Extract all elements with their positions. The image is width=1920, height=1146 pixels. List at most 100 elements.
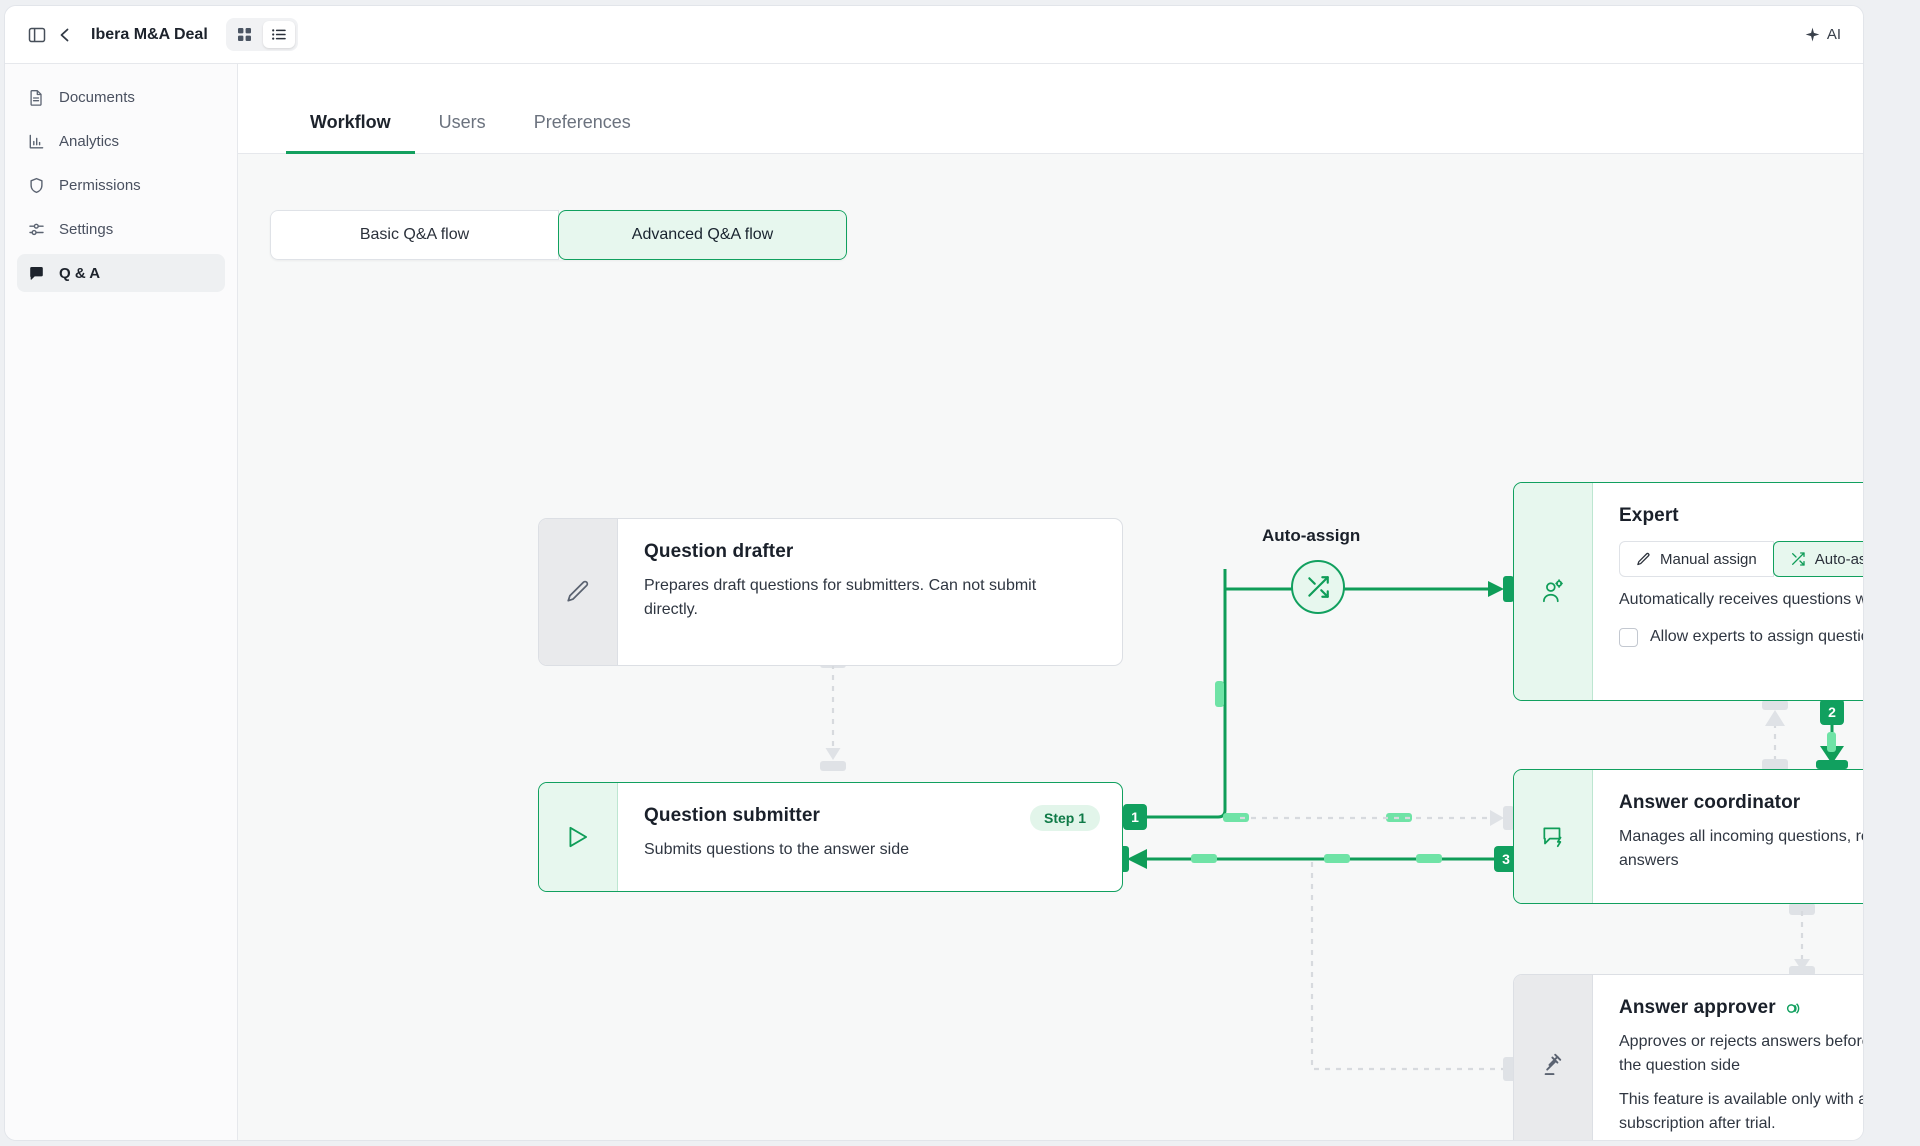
card-expert[interactable]: Expert Step 2 Manual assign — [1513, 482, 1863, 701]
card-description: Automatically receives questions within … — [1619, 591, 1863, 608]
send-icon — [565, 824, 591, 850]
card-title: Question submitter — [644, 805, 820, 826]
shuffle-icon — [1305, 574, 1331, 600]
premium-badge-icon — [1785, 1000, 1802, 1017]
auto-assign-option[interactable]: Auto-assign — [1772, 541, 1863, 577]
chat-icon — [27, 264, 45, 282]
card-answer-approver[interactable]: Answer approver Approves or rejects answ… — [1513, 974, 1863, 1140]
card-description: Manages all incoming questions, reviews … — [1619, 828, 1863, 869]
panel-icon[interactable] — [23, 21, 51, 49]
flow-type-switch[interactable]: Basic Q&A flow Advanced Q&A flow — [270, 210, 847, 260]
sidebar-item-qa[interactable]: Q & A — [17, 254, 225, 292]
card-question-submitter[interactable]: Question submitter Submits questions to … — [538, 782, 1123, 892]
workflow-canvas: Basic Q&A flow Advanced Q&A flow 1 — [238, 154, 1863, 1140]
chat-bolt-icon — [1540, 824, 1566, 850]
card-title-text: Answer approver — [1619, 997, 1776, 1018]
auto-assign-node-label: Auto-assign — [1262, 526, 1361, 545]
card-body: Question drafter Prepares draft question… — [618, 519, 1122, 665]
sidebar-item-label: Permissions — [59, 176, 141, 194]
list-view-icon[interactable] — [262, 21, 295, 48]
sidebar-item-documents[interactable]: Documents — [17, 78, 225, 116]
sidebar-item-settings[interactable]: Settings — [17, 210, 225, 248]
main-content: Workflow Users Preferences Basic Q&A flo… — [238, 64, 1863, 1140]
edge-handle-expert-left[interactable] — [1503, 576, 1514, 602]
card-title: Expert — [1619, 505, 1679, 526]
sparkle-icon — [1805, 27, 1820, 42]
card-title: Answer approver — [1619, 997, 1863, 1019]
card-icon-rail — [1514, 975, 1593, 1140]
ai-button[interactable]: AI — [1799, 22, 1847, 47]
sidebar-item-permissions[interactable]: Permissions — [17, 166, 225, 204]
shield-icon — [27, 176, 45, 194]
advanced-flow-option[interactable]: Advanced Q&A flow — [558, 210, 847, 260]
auto-assign-node[interactable] — [1291, 560, 1345, 614]
card-icon-rail — [1514, 483, 1593, 700]
edge-coordinator-to-approver — [1794, 911, 1810, 971]
page-title: Ibera M&A Deal — [91, 25, 208, 43]
sidebar: Documents Analytics Permissions — [5, 64, 238, 1140]
edge-dot — [1215, 681, 1224, 707]
edge-dashed-submitter-to-coordinator — [1240, 810, 1504, 826]
gavel-icon — [1540, 1051, 1567, 1078]
sidebar-item-analytics[interactable]: Analytics — [17, 122, 225, 160]
sidebar-item-label: Analytics — [59, 132, 120, 150]
card-title: Question drafter — [644, 541, 794, 562]
edge-handle-submitter-right[interactable] — [1118, 846, 1129, 872]
tab-preferences[interactable]: Preferences — [533, 112, 631, 132]
app-window: Ibera M&A Deal — [4, 5, 1864, 1141]
card-question-drafter[interactable]: Question drafter Prepares draft question… — [538, 518, 1123, 666]
allow-experts-label: Allow experts to assign questions to oth… — [1650, 628, 1863, 646]
edge-handle-submitter-top[interactable] — [820, 761, 846, 771]
edge-dot — [1827, 732, 1836, 752]
card-title: Answer coordinator — [1619, 792, 1801, 813]
card-body: Question submitter Submits questions to … — [618, 783, 1122, 891]
auto-assign-label: Auto-assign — [1814, 550, 1863, 568]
edge-handle-coordinator-left[interactable] — [1503, 806, 1514, 830]
card-description: Approves or rejects answers before they … — [1619, 1033, 1863, 1074]
top-bar: Ibera M&A Deal — [5, 6, 1863, 64]
edge-dashed-branch-to-approver — [1310, 862, 1720, 1071]
tab-workflow[interactable]: Workflow — [286, 112, 415, 154]
edge-drafter-to-submitter — [825, 664, 841, 760]
card-body: Answer coordinator Manages all incoming … — [1593, 770, 1863, 903]
user-gear-icon — [1540, 578, 1566, 605]
document-icon — [27, 88, 45, 106]
manual-assign-label: Manual assign — [1660, 550, 1757, 568]
edge-handle-expert-bottom[interactable] — [1762, 700, 1788, 710]
sidebar-item-label: Settings — [59, 220, 114, 238]
edge-dot — [1223, 813, 1249, 822]
edge-handle-coordinator-top2[interactable] — [1762, 759, 1788, 771]
edge-dashed-coordinator-to-expert — [1765, 710, 1785, 772]
tab-bar: Workflow Users Preferences — [238, 64, 1863, 154]
pencil-icon — [1636, 552, 1651, 567]
card-description: Prepares draft questions for submitters.… — [644, 577, 1037, 618]
card-icon-rail — [539, 783, 618, 891]
manual-assign-option[interactable]: Manual assign — [1619, 541, 1774, 577]
edge-handle-coordinator-bottom[interactable] — [1789, 903, 1815, 915]
grid-view-icon[interactable] — [229, 21, 261, 48]
assign-mode-switch[interactable]: Manual assign Auto-assign — [1619, 541, 1863, 577]
tab-users[interactable]: Users — [438, 112, 486, 132]
ai-label: AI — [1826, 26, 1841, 43]
status-badge: Step 1 — [1029, 805, 1100, 831]
card-body: Expert Step 2 Manual assign — [1593, 483, 1863, 700]
edge-handle-approver-top[interactable] — [1789, 966, 1815, 976]
card-answer-coordinator[interactable]: Answer coordinator Manages all incoming … — [1513, 769, 1863, 904]
allow-experts-checkbox[interactable] — [1619, 627, 1638, 647]
edge-dot — [1324, 854, 1350, 863]
edge-badge-1: 1 — [1123, 804, 1147, 830]
edge-handle-coordinator-top[interactable] — [1816, 760, 1848, 769]
view-mode-toggle[interactable] — [225, 18, 298, 51]
edge-dot — [1416, 854, 1442, 863]
chevron-left-icon[interactable] — [51, 21, 79, 49]
card-note-suffix: or higher subscription after trial. — [1619, 1115, 1776, 1133]
basic-flow-option[interactable]: Basic Q&A flow — [270, 210, 559, 260]
chart-bar-icon — [27, 132, 45, 150]
card-body: Answer approver Approves or rejects answ… — [1593, 975, 1863, 1140]
sidebar-item-label: Q & A — [59, 264, 101, 282]
pencil-icon — [565, 579, 591, 605]
allow-experts-checkbox-row[interactable]: Allow experts to assign questions to oth… — [1619, 627, 1863, 647]
card-description: Submits questions to the answer side — [644, 841, 910, 858]
sidebar-item-label: Documents — [59, 88, 135, 106]
